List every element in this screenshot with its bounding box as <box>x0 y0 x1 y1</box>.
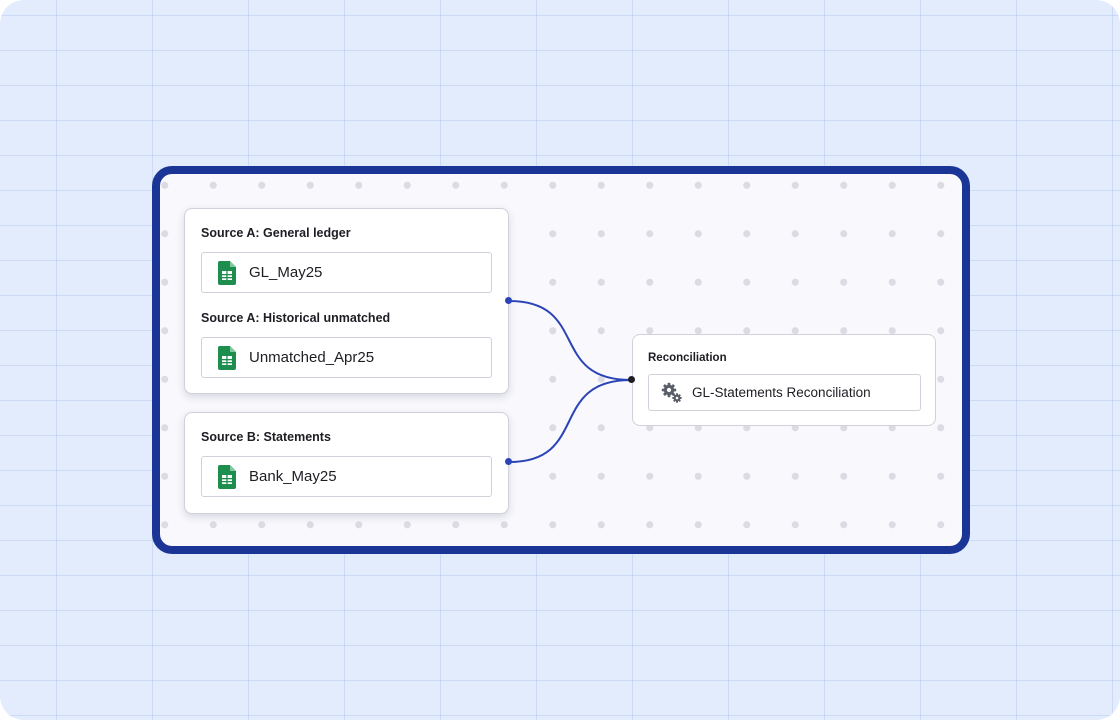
input-port-reconciliation[interactable] <box>628 376 635 383</box>
output-port-source-b[interactable] <box>505 458 512 465</box>
source-b-statements-label: Source B: Statements <box>201 430 331 444</box>
output-port-source-a[interactable] <box>505 297 512 304</box>
file-bank-may25[interactable]: Bank_May25 <box>201 456 492 497</box>
item-name: GL-Statements Reconciliation <box>692 385 871 400</box>
google-sheets-icon <box>218 345 236 370</box>
file-name: Bank_May25 <box>249 468 337 485</box>
file-unmatched-apr25[interactable]: Unmatched_Apr25 <box>201 337 492 378</box>
source-a-general-ledger-label: Source A: General ledger <box>201 226 351 240</box>
reconciliation-card[interactable]: Reconciliation GL-Statements Reconciliat… <box>632 334 936 426</box>
file-name: GL_May25 <box>249 264 323 281</box>
source-a-card[interactable]: Source A: General ledger GL_May25 Source… <box>184 208 509 394</box>
reconciliation-label: Reconciliation <box>648 352 727 364</box>
source-b-card[interactable]: Source B: Statements Bank_May25 <box>184 412 509 514</box>
google-sheets-icon <box>218 464 236 489</box>
file-gl-may25[interactable]: GL_May25 <box>201 252 492 293</box>
google-sheets-icon <box>218 260 236 285</box>
file-name: Unmatched_Apr25 <box>249 349 375 366</box>
gears-icon <box>661 382 682 403</box>
gl-statements-reconciliation-item[interactable]: GL-Statements Reconciliation <box>648 374 921 411</box>
source-a-historical-unmatched-label: Source A: Historical unmatched <box>201 311 391 325</box>
